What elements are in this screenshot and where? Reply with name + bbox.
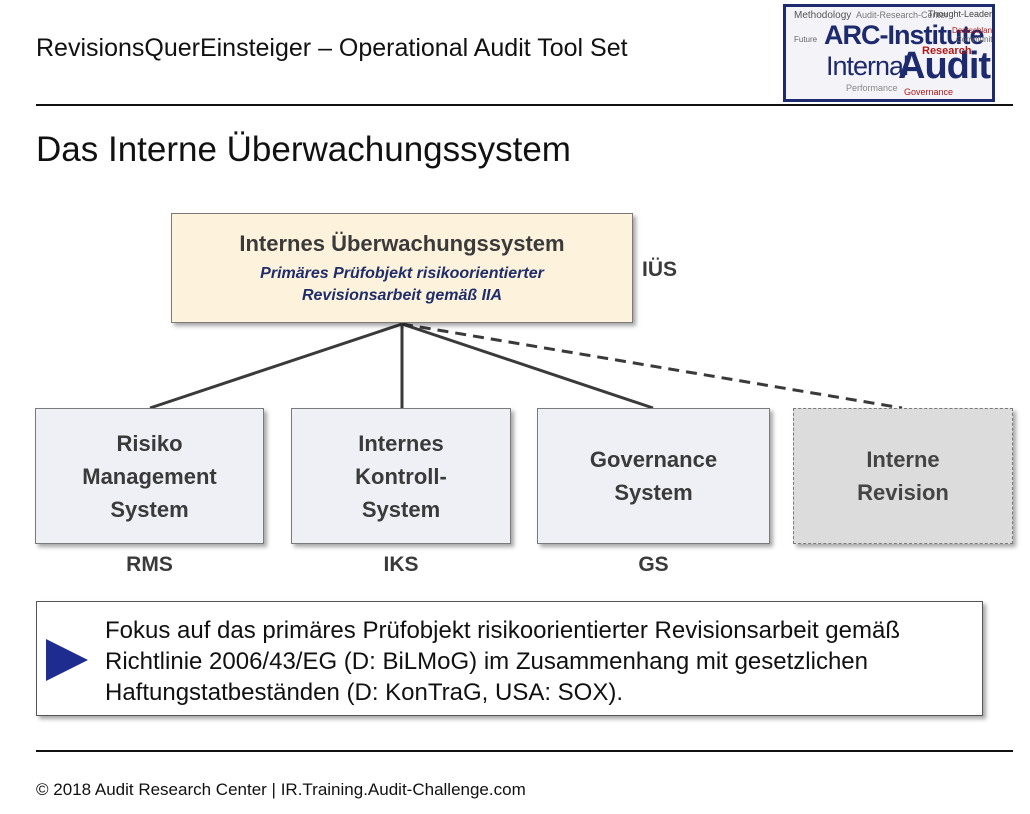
box-ir-line: Revision	[857, 480, 949, 505]
box-ir-line: Interne	[866, 447, 940, 472]
logo-word: ARC-Institute	[824, 20, 984, 50]
abbr-gs: GS	[638, 553, 669, 576]
logo-word: Governance	[904, 87, 954, 97]
abbr-ius: IÜS	[642, 258, 678, 281]
box-interne-revision: Interne Revision	[793, 408, 1013, 544]
logo-word: Research	[922, 45, 972, 57]
box-gs-line: Governance	[589, 447, 718, 472]
box-gs: Governance System	[537, 408, 770, 544]
box-rms-line: Risiko	[116, 430, 183, 456]
root-box-ius: Internes Überwachungssystem Primäres Prü…	[171, 213, 633, 323]
box-rms-line: Management	[82, 463, 217, 489]
box-iks-line: System	[361, 496, 441, 522]
footer-rule	[36, 750, 1013, 752]
logo-word: Thought-Leadership	[928, 9, 993, 19]
header-title: RevisionsQuerEinsteiger – Operational Au…	[36, 34, 628, 62]
focus-note-box: Fokus auf das primäres Prüfobjekt risiko…	[36, 601, 983, 716]
focus-note-text: Fokus auf das primäres Prüfobjekt risiko…	[105, 617, 900, 706]
logo-word: Community	[956, 35, 995, 44]
root-subtitle-line1: Primäres Prüfobjekt risikoorientierter	[260, 265, 544, 282]
logo-word: Methodology	[794, 10, 852, 21]
abbr-iks: IKS	[383, 553, 419, 576]
box-gs-line: System	[614, 480, 693, 505]
box-iks-line: Internes	[358, 430, 444, 456]
root-title: Internes Überwachungssystem	[239, 231, 565, 256]
logo-word: Audit	[898, 45, 991, 87]
connector-rms	[149, 322, 403, 410]
logo-word: Audit-Research-Center	[856, 10, 949, 20]
logo-word: Deutschland	[952, 26, 995, 35]
header-rule	[36, 104, 1013, 106]
root-subtitle-line2: Revisionsarbeit gemäß IIA	[301, 287, 503, 304]
box-rms: Risiko Management System	[35, 408, 264, 544]
box-iks-line: Kontroll-	[355, 463, 447, 489]
footer-copyright: © 2018 Audit Research Center | IR.Traini…	[36, 780, 526, 799]
triangle-arrow-icon	[46, 639, 88, 681]
logo-word: Internal	[826, 51, 909, 81]
logo-word: Future	[794, 35, 818, 44]
connector-gs	[401, 322, 654, 410]
box-rms-line: System	[110, 496, 189, 522]
abbr-rms: RMS	[126, 553, 173, 576]
connector-ir-dashed	[401, 322, 903, 410]
slide-title: Das Interne Überwachungssystem	[36, 130, 571, 169]
arc-institute-logo: Methodology Audit-Research-Center Though…	[783, 4, 995, 102]
logo-word: Performance	[846, 83, 898, 93]
box-iks: Internes Kontroll- System	[291, 408, 511, 544]
